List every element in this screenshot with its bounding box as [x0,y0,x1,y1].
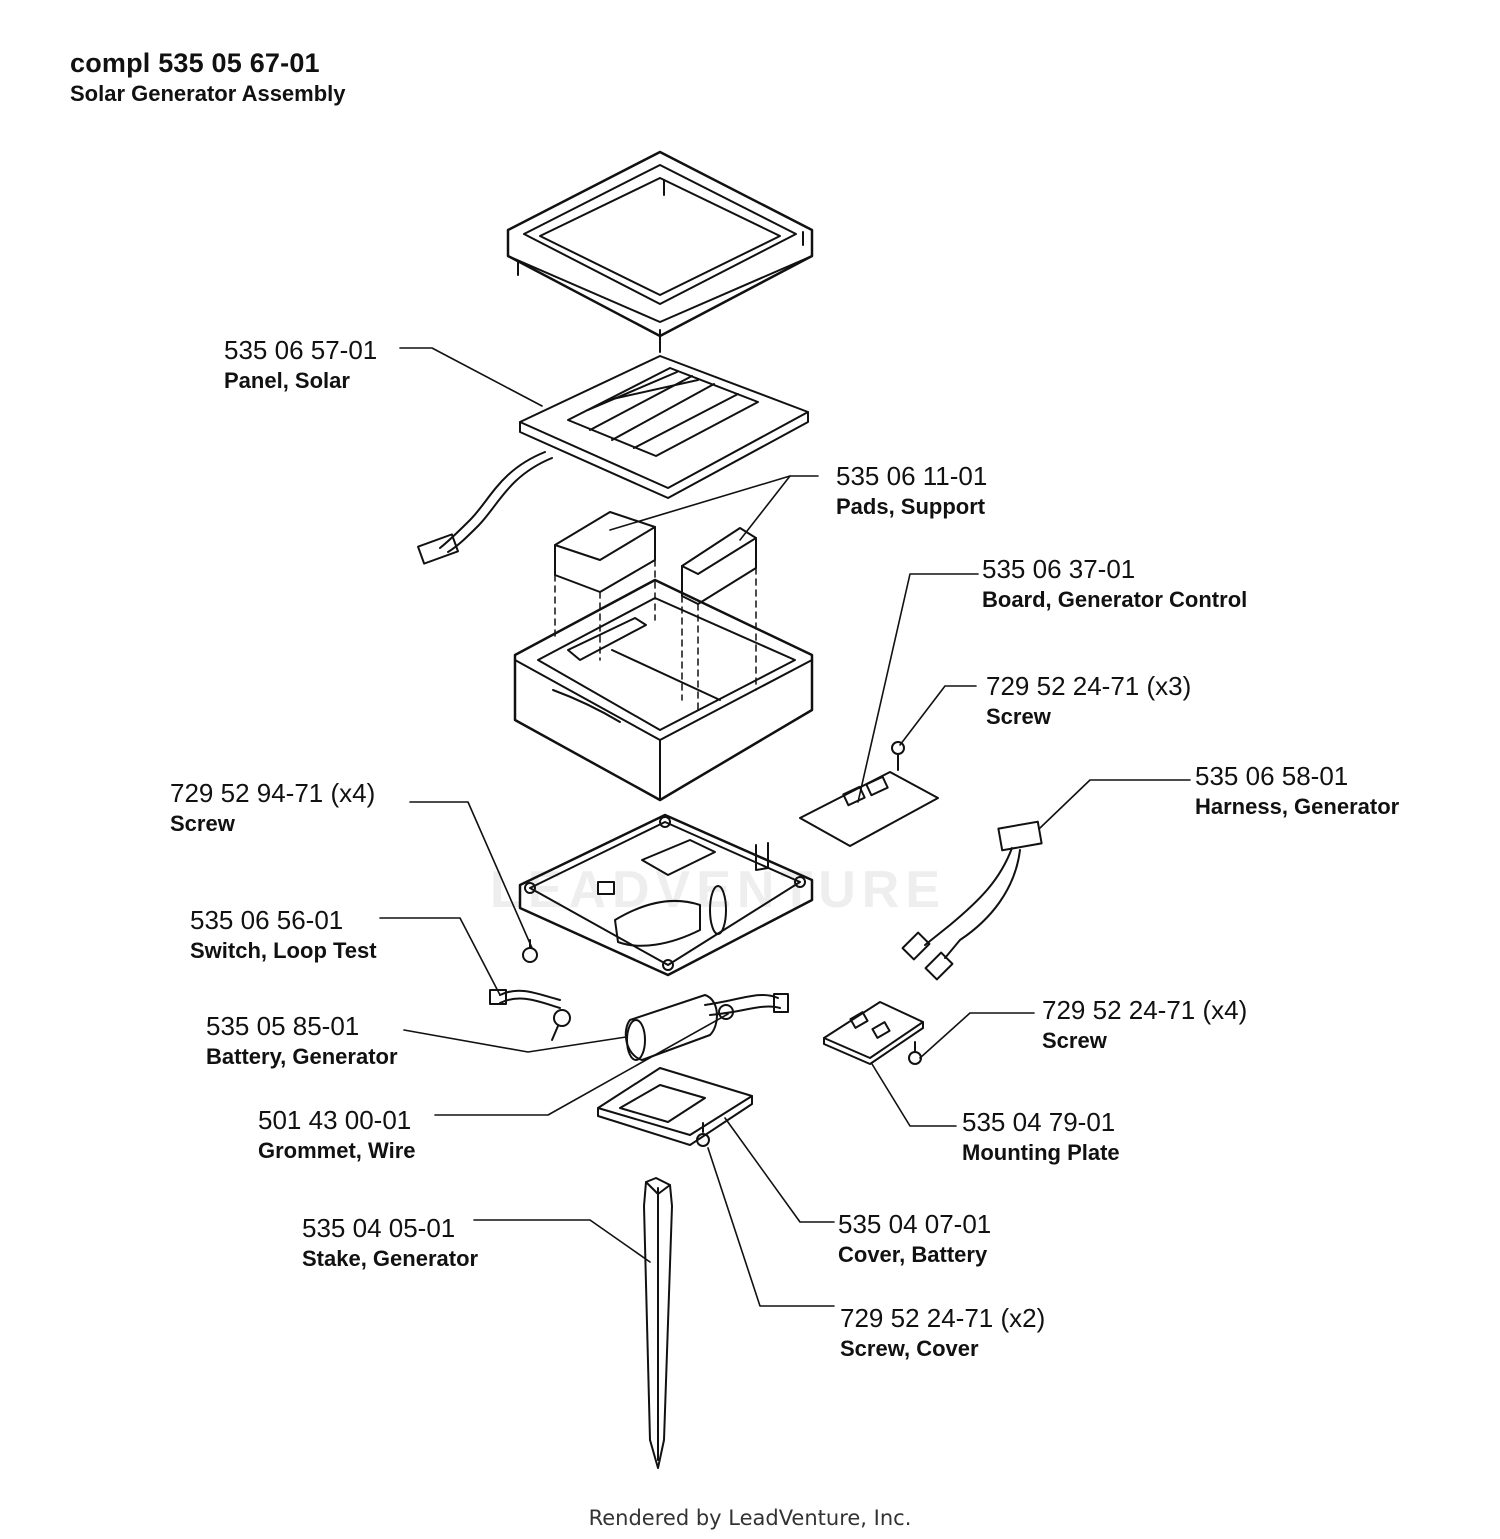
part-number: 729 52 94-71 (x4) [170,778,376,808]
callout-mounting-plate: 535 04 79-01 Mounting Plate [962,1106,1120,1166]
part-number: 501 43 00-01 [258,1105,412,1135]
part-number: 729 52 24-71 (x2) [840,1303,1046,1333]
stake-drawing [643,1177,673,1469]
part-name: Screw [986,703,1051,729]
control-board-drawing [799,741,939,847]
part-name: Battery, Generator [206,1043,398,1069]
battery-cover-drawing [597,1067,753,1147]
part-name: Screw [1042,1027,1107,1053]
part-number: 535 04 79-01 [962,1107,1116,1137]
part-number: 535 04 07-01 [838,1209,992,1239]
part-name: Harness, Generator [1195,793,1400,819]
mounting-plate-drawing [823,1001,924,1065]
callout-switch-loop-test: 535 06 56-01 Switch, Loop Test [190,904,377,964]
assembly-title: Solar Generator Assembly [70,81,346,106]
assembly-number: compl 535 05 67-01 [70,48,320,78]
lower-left-parts-drawing [489,939,789,1061]
part-name: Cover, Battery [838,1241,988,1267]
callout-cover-battery: 535 04 07-01 Cover, Battery [838,1208,991,1268]
support-pads-drawing [554,511,757,713]
callout-panel-solar: 535 06 57-01 Panel, Solar [224,334,377,394]
callout-screw-cover: 729 52 24-71 (x2) Screw, Cover [840,1302,1045,1362]
housing-drawing [513,578,814,802]
part-name: Mounting Plate [962,1139,1120,1165]
top-frame-drawing [506,150,814,353]
part-number: 535 06 11-01 [836,461,988,491]
base-drawing [518,813,814,977]
callout-pads-support: 535 06 11-01 Pads, Support [836,460,987,520]
diagram-header: compl 535 05 67-01 Solar Generator Assem… [70,48,346,107]
part-name: Panel, Solar [224,367,350,393]
part-name: Pads, Support [836,493,986,519]
part-number: 535 06 37-01 [982,554,1136,584]
callout-grommet-wire: 501 43 00-01 Grommet, Wire [258,1104,416,1164]
callout-battery-generator: 535 05 85-01 Battery, Generator [206,1010,398,1070]
footer-credit: Rendered by LeadVenture, Inc. [588,1506,912,1530]
part-number: 729 52 24-71 (x3) [986,671,1192,701]
part-number: 729 52 24-71 (x4) [1042,995,1248,1025]
callout-harness-generator: 535 06 58-01 Harness, Generator [1195,760,1399,820]
callout-screw-x3: 729 52 24-71 (x3) Screw [986,670,1191,730]
callout-board-generator-control: 535 06 37-01 Board, Generator Control [982,553,1247,613]
part-name: Switch, Loop Test [190,937,377,963]
callout-stake-generator: 535 04 05-01 Stake, Generator [302,1212,478,1272]
callout-screw-x4-plate: 729 52 24-71 (x4) Screw [1042,994,1247,1054]
part-number: 535 06 57-01 [224,335,378,365]
part-number: 535 06 56-01 [190,905,344,935]
part-number: 535 06 58-01 [1195,761,1349,791]
part-name: Screw, Cover [840,1335,979,1361]
part-name: Screw [170,810,235,836]
part-number: 535 04 05-01 [302,1213,456,1243]
part-name: Board, Generator Control [982,586,1248,612]
callout-screw-x4-base: 729 52 94-71 (x4) Screw [170,777,375,837]
part-name: Stake, Generator [302,1245,479,1271]
part-number: 535 05 85-01 [206,1011,360,1041]
leader-lines [379,347,1191,1307]
harness-drawing [901,820,1043,981]
solar-panel-drawing [417,355,809,565]
part-name: Grommet, Wire [258,1137,416,1163]
